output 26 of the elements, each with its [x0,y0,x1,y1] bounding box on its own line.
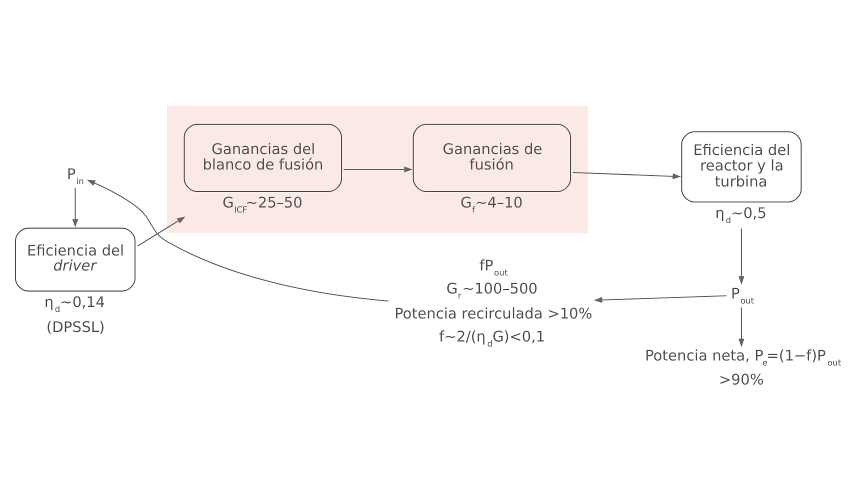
node-label: G$_{f}$~4–10 [460,194,523,214]
arrow [738,228,744,284]
cluster [166,106,588,232]
node-text: P$_{out}$ [730,285,754,306]
node-box: Ganancias de fusión [412,123,572,192]
arrow [344,166,413,172]
arrow [137,216,186,246]
node-text: fP$_{out}$ [479,256,508,277]
node-text: P$_{in}$ [66,166,84,186]
node-label: >90% [718,371,764,388]
node-label: f~2/(η$_{d}$G)<0,1 [439,328,546,348]
node-text: Potencia neta, P$_{e}$=(1−f)P$_{out}$ [644,346,842,367]
arrow [572,172,682,179]
node-label: G$_{r}$~100–500 [446,280,538,300]
arrow [72,187,78,228]
node-label: η$_{d}$~0,14 [44,294,105,314]
node-box: Ganancias del blanco de fusión [184,123,342,192]
node-label: η$_{d}$~0,5 [715,204,767,224]
arrow [86,179,388,302]
node-label: G$_{ICF}$~25–50 [222,194,303,214]
node-box: Eficiencia del driver [14,227,136,292]
node-label: Potencia recirculada >10% [394,305,592,322]
arrow [594,294,727,302]
node-box: Eficiencia del reactor y la turbina [681,130,802,202]
node-label: (DPSSL) [46,318,105,336]
arrow [738,306,744,347]
